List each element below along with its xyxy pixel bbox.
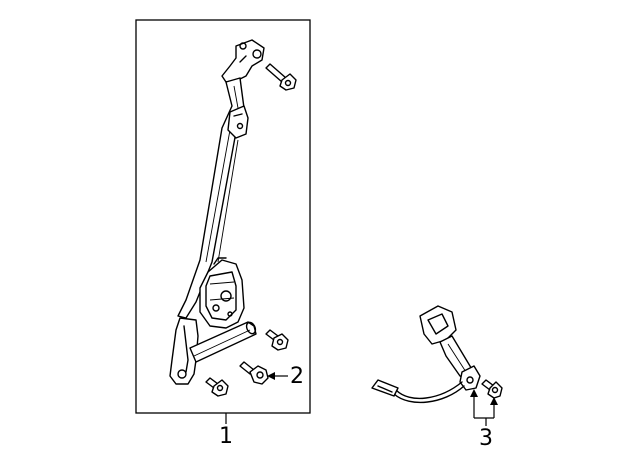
part-3-bolt <box>481 379 503 399</box>
seat-belt-buckle-assembly <box>371 305 481 404</box>
callout-3-leader <box>470 389 498 426</box>
upper-anchor-bolt <box>265 63 297 91</box>
retractor-bolt <box>265 329 289 351</box>
callout-2-arrowhead <box>267 372 275 380</box>
part-2-bolt <box>239 361 269 385</box>
seat-belt-retractor-assembly <box>169 39 265 385</box>
part-1-enclosure-box <box>135 19 311 414</box>
lower-anchor-bolt <box>205 377 229 397</box>
callout-2-label: 2 <box>290 364 304 389</box>
callout-1-label: 1 <box>219 424 233 449</box>
callout-3-label: 3 <box>479 426 493 451</box>
